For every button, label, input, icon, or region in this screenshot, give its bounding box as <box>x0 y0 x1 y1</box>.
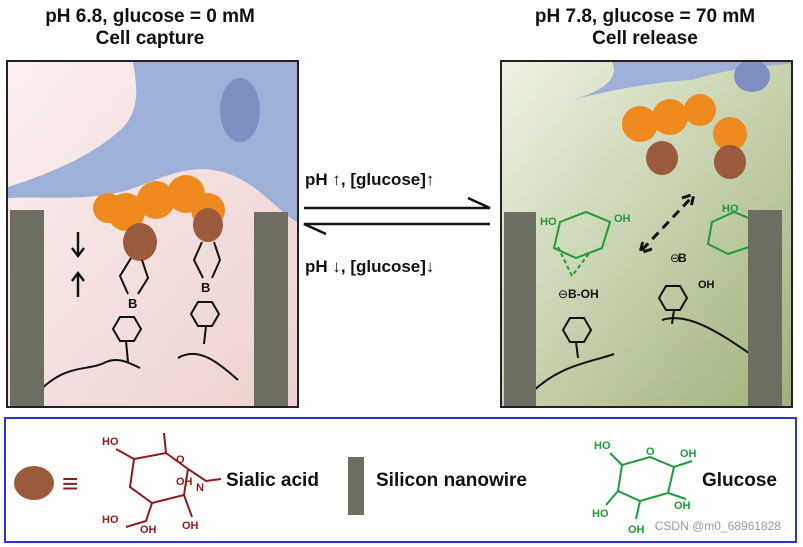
left-title-line1: pH 6.8, glucose = 0 mM <box>45 6 255 27</box>
svg-text:HO: HO <box>102 436 119 448</box>
svg-text:OH: OH <box>674 500 691 512</box>
sialic-bead-released-right <box>714 145 746 179</box>
reverse-condition-label: pH ↓, [glucose]↓ <box>305 257 435 276</box>
boron-atom-right: B <box>201 280 210 295</box>
sialic-acid-label: Sialic acid <box>226 470 319 491</box>
svg-text:OH: OH <box>176 476 193 488</box>
boronate-ion-left: B-OH <box>568 287 599 301</box>
forward-arrow-icon <box>304 196 491 210</box>
bound-glucose-left <box>552 210 612 260</box>
svg-text:N: N <box>196 482 204 494</box>
release-double-arrow-icon <box>637 191 697 256</box>
svg-text:OH: OH <box>680 448 697 460</box>
sialic-bead-left <box>123 223 157 261</box>
svg-text:HO: HO <box>722 203 739 215</box>
sialic-bead-right <box>193 208 223 242</box>
equivalence-symbol: ≡ <box>62 468 78 499</box>
silicon-nanowire-right <box>254 212 288 406</box>
glucose-label: Glucose <box>702 470 777 491</box>
sialic-bead-legend-icon <box>14 466 54 500</box>
boronate-ion-right: B <box>678 251 687 265</box>
svg-text:⊖: ⊖ <box>670 251 680 265</box>
svg-text:OH: OH <box>614 213 631 225</box>
phenyl-ring-left <box>111 316 143 342</box>
cell-capture-illustration: B B <box>8 62 297 406</box>
right-title: pH 7.8, glucose = 70 mM Cell release <box>495 6 795 50</box>
svg-text:⊖: ⊖ <box>558 287 568 301</box>
legend-box: ≡ HO O OH N OH HO OH HO O OH HO OH OH Si… <box>4 417 797 543</box>
svg-text:HO: HO <box>540 216 557 228</box>
right-title-line1: pH 7.8, glucose = 70 mM <box>534 6 756 27</box>
sialic-bead-released-left <box>646 141 678 175</box>
left-title: pH 6.8, glucose = 0 mM Cell capture <box>0 6 300 50</box>
silicon-nanowire-right-released <box>748 210 782 406</box>
right-title-line2: Cell release <box>592 28 698 49</box>
watermark: CSDN @m0_68961828 <box>654 519 781 533</box>
svg-text:HO: HO <box>594 440 611 452</box>
svg-text:OH: OH <box>628 524 645 536</box>
cell-nucleus-released <box>734 62 770 92</box>
boron-atom-left: B <box>128 296 137 311</box>
down-arrow-icon <box>71 232 85 258</box>
silicon-nanowire-label: Silicon nanowire <box>376 470 527 491</box>
silicon-nanowire-legend-icon <box>348 457 364 515</box>
cell-release-panel: HO OH HO B-OH ⊖ B ⊖ OH <box>500 60 793 408</box>
cell-capture-panel: B B <box>6 60 299 408</box>
left-title-line2: Cell capture <box>95 28 205 49</box>
phenyl-ring-right <box>189 301 221 327</box>
sialic-acid-structure <box>115 432 222 528</box>
boronate-ester-right <box>192 241 222 279</box>
forward-condition-label: pH ↑, [glucose]↑ <box>305 170 435 189</box>
boronate-ester-left <box>118 257 150 295</box>
up-arrow-icon <box>71 271 85 297</box>
glucose-structure <box>605 452 693 520</box>
glycoprotein-chain-released <box>622 94 747 151</box>
equilibrium-arrows <box>303 196 491 236</box>
cell-nucleus <box>220 78 260 142</box>
svg-text:OH: OH <box>698 279 715 291</box>
silicon-nanowire-left-released <box>504 212 536 406</box>
legend-illustration: ≡ HO O OH N OH HO OH HO O OH HO OH OH <box>14 432 697 536</box>
silicon-nanowire-left <box>10 210 44 406</box>
svg-text:HO: HO <box>102 514 119 526</box>
svg-text:O: O <box>176 454 185 466</box>
svg-text:OH: OH <box>182 520 199 532</box>
svg-text:OH: OH <box>140 524 157 536</box>
cell-body-released <box>562 62 791 102</box>
svg-text:O: O <box>646 446 655 458</box>
cell-release-illustration: HO OH HO B-OH ⊖ B ⊖ OH <box>502 62 791 406</box>
svg-text:HO: HO <box>592 508 609 520</box>
reverse-arrow-icon <box>303 222 490 236</box>
